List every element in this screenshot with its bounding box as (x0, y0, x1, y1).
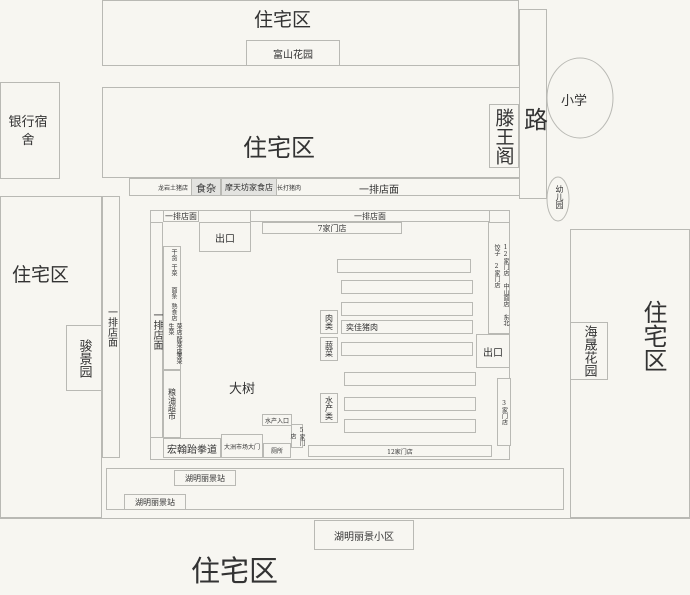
toilet: 厕所 (263, 443, 291, 458)
stall-3: 面条 (170, 287, 177, 299)
vegetables-area: 蔬菜 (320, 337, 338, 361)
residential-left-label: 住宅区 (12, 264, 70, 286)
residential-bottom-label: 住宅区 (191, 554, 279, 588)
stall-row-5 (341, 342, 473, 356)
bottom-twelve-shops: 12家门店 (308, 445, 492, 457)
stall-6: 菜店 (175, 323, 182, 335)
grain-oil-supermarket: 粮油超市 (163, 370, 181, 438)
top-shops-row-label: 一排店面 (359, 185, 399, 196)
road-label: 路 (524, 106, 548, 134)
stall-row-8 (344, 419, 476, 433)
pork-stall-label: 奕佳猪肉 (346, 323, 378, 332)
meat-area: 肉类 (320, 310, 338, 334)
huming-station-1: 湖明丽景站 (174, 470, 236, 486)
inner-shops-right: 一排店面 (250, 210, 490, 222)
stall-7: 配菜店 (175, 336, 182, 354)
bank-dorm-block (0, 82, 60, 179)
small-stalls-column (163, 246, 181, 370)
stall-1: 干货 (170, 249, 177, 261)
stall-2: 干菜 (170, 264, 177, 276)
seven-shops: 7家门店 (262, 222, 402, 234)
stall-row-7 (344, 397, 476, 411)
residential-top-label: 住宅区 (254, 9, 312, 31)
stall-row-1 (337, 259, 471, 273)
longyan-shop: 龙岩土猪店 (158, 185, 189, 192)
boxing-gym: 宏翰跆拳道 (163, 438, 221, 458)
fushan-garden: 富山花园 (246, 40, 340, 66)
stall-row-3 (341, 302, 473, 316)
exit-top: 出口 (199, 222, 251, 252)
primary-school-label: 小学 (561, 94, 588, 109)
residential-center-block (102, 87, 520, 178)
huming-community: 湖明丽景小区 (314, 520, 414, 550)
stall-5: 生菜 (167, 323, 174, 335)
bank-dorm-label: 银行宿舍 (8, 115, 48, 148)
inner-shops-left: 一排店面 (163, 210, 199, 222)
residential-left-block (0, 196, 102, 518)
stall-8: 果菜 (175, 352, 182, 364)
five-shops: 5家门店 (289, 424, 305, 448)
stall-row-2 (341, 280, 473, 294)
market-gate: 大洲市场大门 (221, 434, 263, 458)
bottom-road-strip (0, 518, 690, 519)
kindergarten-label: 幼儿园 (555, 185, 564, 209)
left-column-shops: 一排店面 (150, 222, 163, 438)
aquatic-entrance: 水产入口 (262, 414, 292, 426)
tengwang-pavilion: 滕王阁 (489, 104, 519, 168)
residential-right-label: 住宅区 (639, 300, 667, 372)
seafood-area: 水产类 (320, 393, 338, 423)
residential-center-label: 住宅区 (243, 134, 315, 162)
right-twelve-shops: 12家门店 中山面店 东北饺子 2家门店 (493, 244, 509, 326)
changda-pork: 长打猪肉 (277, 185, 302, 192)
stall-4: 熟食店 (170, 303, 177, 321)
right-three-shops: 3家门店 (497, 378, 511, 446)
stall-row-6 (344, 372, 476, 386)
big-tree-label: 大树 (229, 382, 256, 397)
exit-right: 出口 (476, 334, 510, 368)
outer-left-shops: 一排店面 (102, 196, 120, 458)
haisheng-garden: 海晟花园 (570, 322, 608, 380)
right-shops-column (488, 222, 510, 334)
sundries-shop: 食杂 (191, 178, 221, 196)
pork-stall: 奕佳猪肉 (341, 320, 473, 334)
junjing-garden: 骏景园 (66, 325, 102, 391)
motianfang-shop: 摩天坊家食店 (221, 178, 277, 196)
huming-station-2: 湖明丽景站 (124, 494, 186, 510)
